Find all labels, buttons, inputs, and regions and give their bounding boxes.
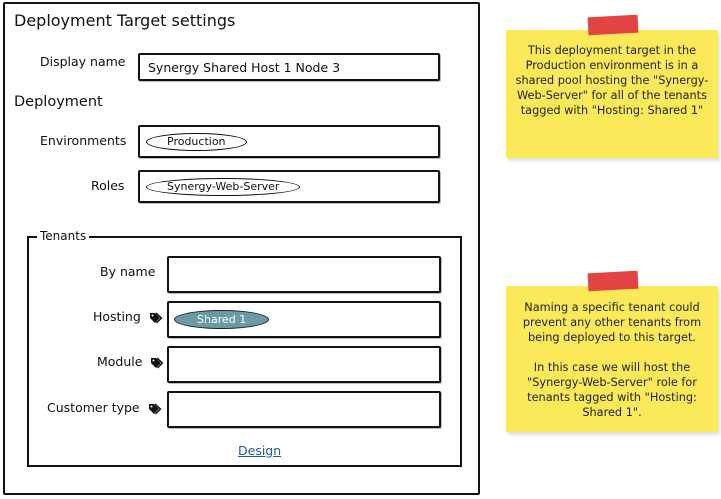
sticky-note-text: This deployment target in the Production… (515, 44, 709, 117)
module-label: Module (97, 354, 143, 369)
tenants-fieldset (27, 236, 462, 467)
customer-type-input[interactable] (167, 391, 441, 428)
page-title: Deployment Target settings (14, 11, 236, 30)
by-name-input[interactable] (167, 256, 441, 293)
tag-icon (151, 356, 164, 368)
customer-type-label: Customer type (47, 400, 140, 415)
hosting-label: Hosting (93, 309, 141, 324)
tag-icon (148, 402, 162, 414)
environments-input[interactable]: Production (138, 125, 440, 158)
roles-label: Roles (91, 178, 125, 193)
environment-chip-production[interactable]: Production (146, 133, 247, 151)
tape-decoration (587, 14, 639, 36)
tag-icon (149, 311, 163, 323)
hosting-tag-chip-shared-1[interactable]: Shared 1 (174, 310, 270, 329)
customer-type-label-row: Customer type (47, 400, 162, 415)
roles-input[interactable]: Synergy-Web-Server (138, 170, 440, 203)
hosting-label-row: Hosting (93, 309, 163, 324)
module-input[interactable] (167, 346, 441, 383)
tenants-legend: Tenants (37, 229, 90, 243)
sticky-note-2: Naming a specific tenant could prevent a… (506, 270, 718, 432)
display-name-value: Synergy Shared Host 1 Node 3 (148, 60, 341, 75)
module-label-row: Module (97, 354, 164, 369)
deployment-section-heading: Deployment (14, 94, 103, 110)
by-name-label: By name (100, 264, 156, 279)
tape-decoration (587, 270, 639, 292)
display-name-label: Display name (40, 54, 126, 69)
environments-label: Environments (40, 133, 127, 148)
design-link[interactable]: Design (238, 443, 282, 458)
sticky-note-text: Naming a specific tenant could prevent a… (522, 301, 702, 419)
role-chip-synergy-web-server[interactable]: Synergy-Web-Server (146, 178, 301, 196)
sticky-note-1: This deployment target in the Production… (506, 14, 718, 158)
display-name-input[interactable]: Synergy Shared Host 1 Node 3 (138, 53, 440, 81)
hosting-input[interactable]: Shared 1 (167, 301, 441, 338)
